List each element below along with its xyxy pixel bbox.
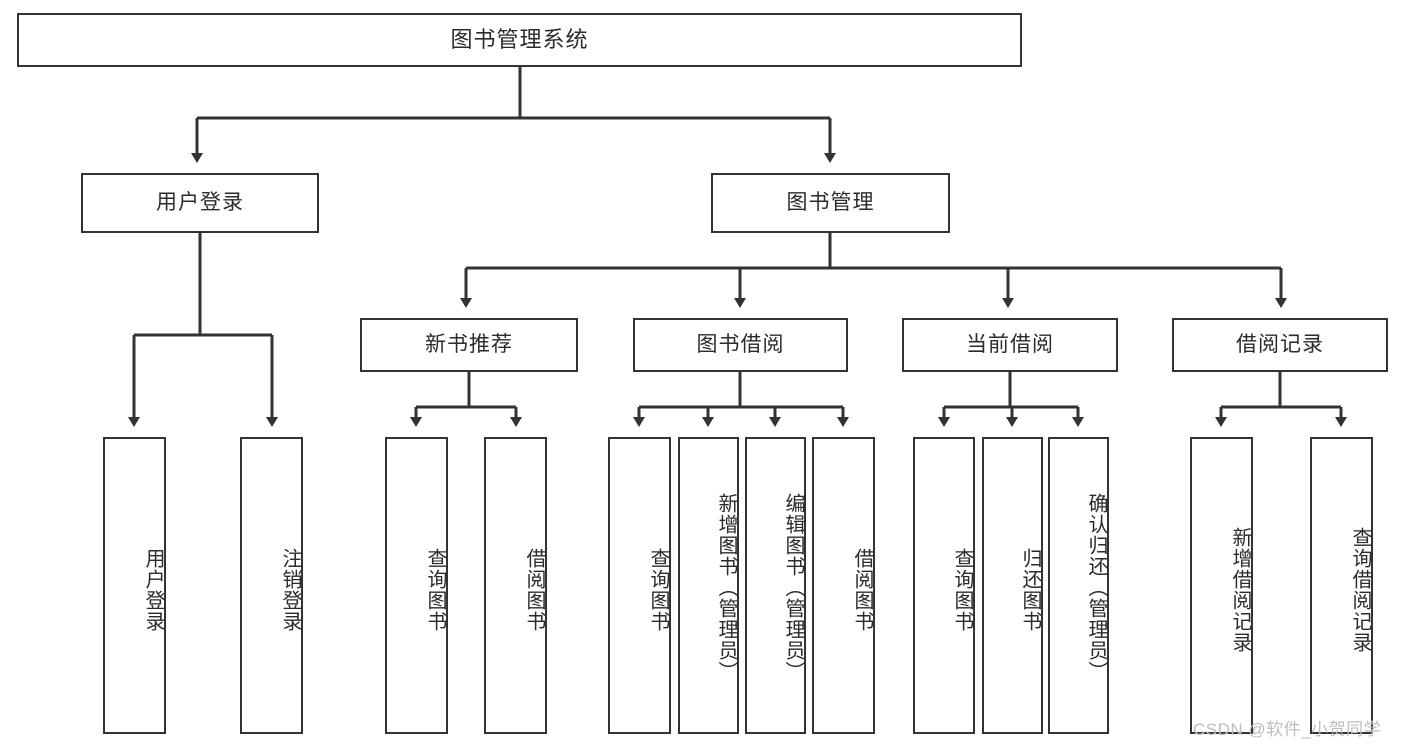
node-borrow-record[interactable]: 借阅记录 bbox=[1172, 318, 1388, 372]
leaf-add-borrow-record[interactable]: 新增借阅记录 bbox=[1190, 437, 1253, 734]
leaf-query-book-current[interactable]: 查询图书 bbox=[913, 437, 975, 734]
node-book-management[interactable]: 图书管理 bbox=[711, 173, 950, 233]
leaf-confirm-return-admin[interactable]: 确认归还（管理员） bbox=[1048, 437, 1109, 734]
node-book-borrow[interactable]: 图书借阅 bbox=[633, 318, 848, 372]
leaf-edit-book-admin[interactable]: 编辑图书（管理员） bbox=[745, 437, 806, 734]
node-new-book-recommend[interactable]: 新书推荐 bbox=[360, 318, 578, 372]
leaf-return-book[interactable]: 归还图书 bbox=[982, 437, 1043, 734]
leaf-user-login[interactable]: 用户登录 bbox=[103, 437, 166, 734]
leaf-borrow-book-newbook[interactable]: 借阅图书 bbox=[484, 437, 547, 734]
leaf-query-book-newbook[interactable]: 查询图书 bbox=[385, 437, 448, 734]
node-current-borrow[interactable]: 当前借阅 bbox=[902, 318, 1118, 372]
node-root-system[interactable]: 图书管理系统 bbox=[17, 13, 1022, 67]
leaf-query-book-borrow[interactable]: 查询图书 bbox=[608, 437, 671, 734]
leaf-borrow-book[interactable]: 借阅图书 bbox=[812, 437, 875, 734]
node-user-login[interactable]: 用户登录 bbox=[81, 173, 319, 233]
leaf-add-book-admin[interactable]: 新增图书（管理员） bbox=[678, 437, 739, 734]
watermark-label: CSDN @软件_小贺同学 bbox=[1193, 720, 1382, 739]
leaf-logout-login[interactable]: 注销登录 bbox=[240, 437, 303, 734]
leaf-query-borrow-record[interactable]: 查询借阅记录 bbox=[1310, 437, 1373, 734]
